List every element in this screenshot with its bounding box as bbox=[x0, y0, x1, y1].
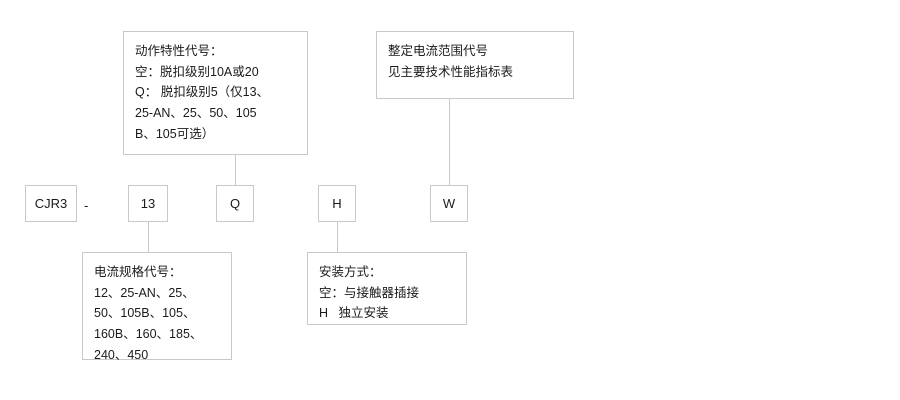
connector-action-characteristic bbox=[235, 155, 236, 185]
mounting-method-note: 安装方式： 空：与接触器插接 H 独立安装 bbox=[307, 252, 467, 325]
connector-mounting-method bbox=[337, 222, 338, 252]
series-code-box: CJR3 bbox=[25, 185, 77, 222]
current-spec-note: 电流规格代号： 12、25-AN、25、 50、105B、105、 160B、1… bbox=[82, 252, 232, 362]
separator-dash: - bbox=[84, 198, 89, 213]
current-range-code-box: W bbox=[430, 185, 468, 222]
connector-current-range bbox=[449, 99, 450, 185]
mounting-method-code-box: H bbox=[318, 185, 356, 222]
action-characteristic-note: 动作特性代号： 空：脱扣级别10A或20 Q： 脱扣级别5（仅13、 25-AN… bbox=[123, 31, 308, 155]
action-characteristic-code-box: Q bbox=[216, 185, 254, 222]
connector-current-spec bbox=[148, 222, 149, 252]
current-range-note: 整定电流范围代号 见主要技术性能指标表 bbox=[376, 31, 574, 99]
current-spec-code-box: 13 bbox=[128, 185, 168, 222]
